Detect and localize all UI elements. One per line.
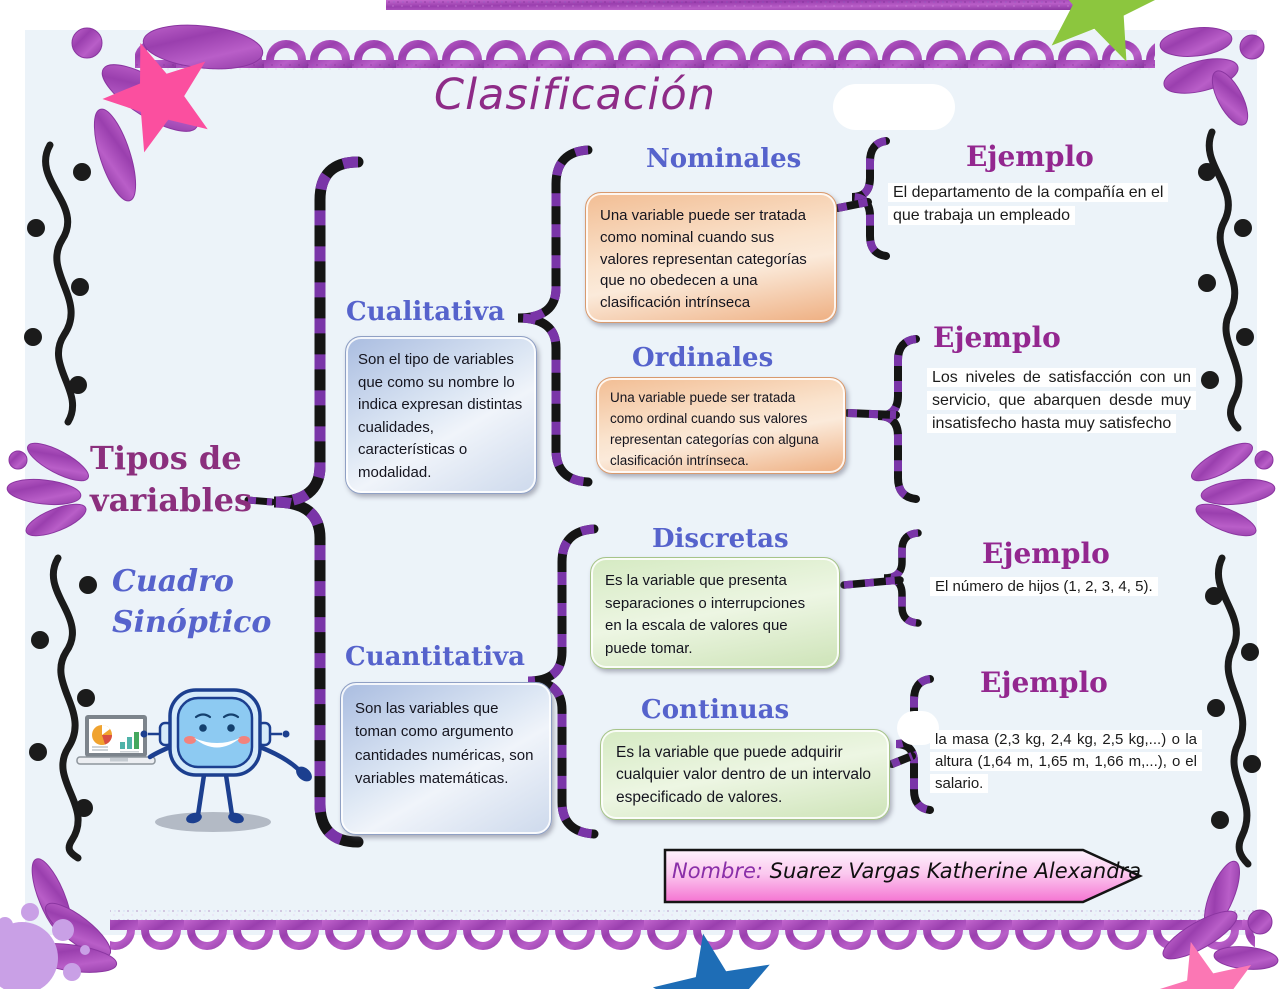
branch-label-cuantitativa: Cuantitativa — [345, 642, 525, 672]
star-pink-bottom-right — [1140, 928, 1268, 989]
diagram-type-subtitle: Cuadro Sinóptico — [112, 564, 272, 640]
description-box-nominales: Una variable puede ser tratada como nomi… — [585, 192, 837, 323]
name-value: Suarez Vargas Katherine Alexandra — [769, 859, 1142, 883]
page-title: Clasificación — [434, 70, 716, 120]
example-heading-ordinales: Ejemplo — [933, 321, 1061, 354]
subtype-label-ordinales: Ordinales — [632, 343, 774, 373]
description-box-cuantitativa: Son las variables que toman como argumen… — [340, 682, 552, 835]
branch-label-cualitativa: Cualitativa — [346, 297, 505, 327]
example-text-continuas-highlight: la masa (2,3 kg, 2,4 kg, 2,5 kg,...) o l… — [930, 730, 1202, 793]
description-box-continuas: Es la variable que puede adquirir cualqu… — [600, 729, 890, 820]
example-text-nominales-highlight: El departamento de la compañía en el que… — [888, 183, 1169, 226]
example-text-discretas: El número de hijos (1, 2, 3, 4, 5). — [930, 576, 1220, 598]
example-text-nominales: El departamento de la compañía en el que… — [888, 181, 1169, 227]
subtype-label-nominales: Nominales — [646, 144, 802, 174]
white-blob-decoration — [833, 84, 955, 130]
example-text-ordinales: Los niveles de satisfacción con un servi… — [927, 366, 1196, 436]
example-heading-continuas: Ejemplo — [980, 666, 1108, 699]
example-text-ordinales-highlight: Los niveles de satisfacción con un servi… — [927, 368, 1196, 434]
description-box-ordinales: Una variable puede ser tratada como ordi… — [596, 377, 846, 474]
glitter-strip-top — [386, 0, 1078, 10]
subtype-label-discretas: Discretas — [652, 524, 789, 554]
description-box-discretas: Es la variable que presenta separaciones… — [590, 557, 840, 669]
example-text-continuas: la masa (2,3 kg, 2,4 kg, 2,5 kg,...) o l… — [930, 729, 1202, 794]
name-label: Nombre: — [672, 859, 763, 883]
root-node-label: Tipos de variables — [90, 439, 252, 519]
example-text-discretas-highlight: El número de hijos (1, 2, 3, 4, 5). — [930, 577, 1158, 596]
subtype-label-continuas: Continuas — [641, 695, 790, 725]
description-box-cualitativa: Son el tipo de variables que como su nom… — [345, 336, 537, 494]
author-name-banner: Nombre: Suarez Vargas Katherine Alexandr… — [672, 859, 1141, 883]
example-heading-nominales: Ejemplo — [966, 140, 1094, 173]
example-heading-discretas: Ejemplo — [982, 537, 1110, 570]
